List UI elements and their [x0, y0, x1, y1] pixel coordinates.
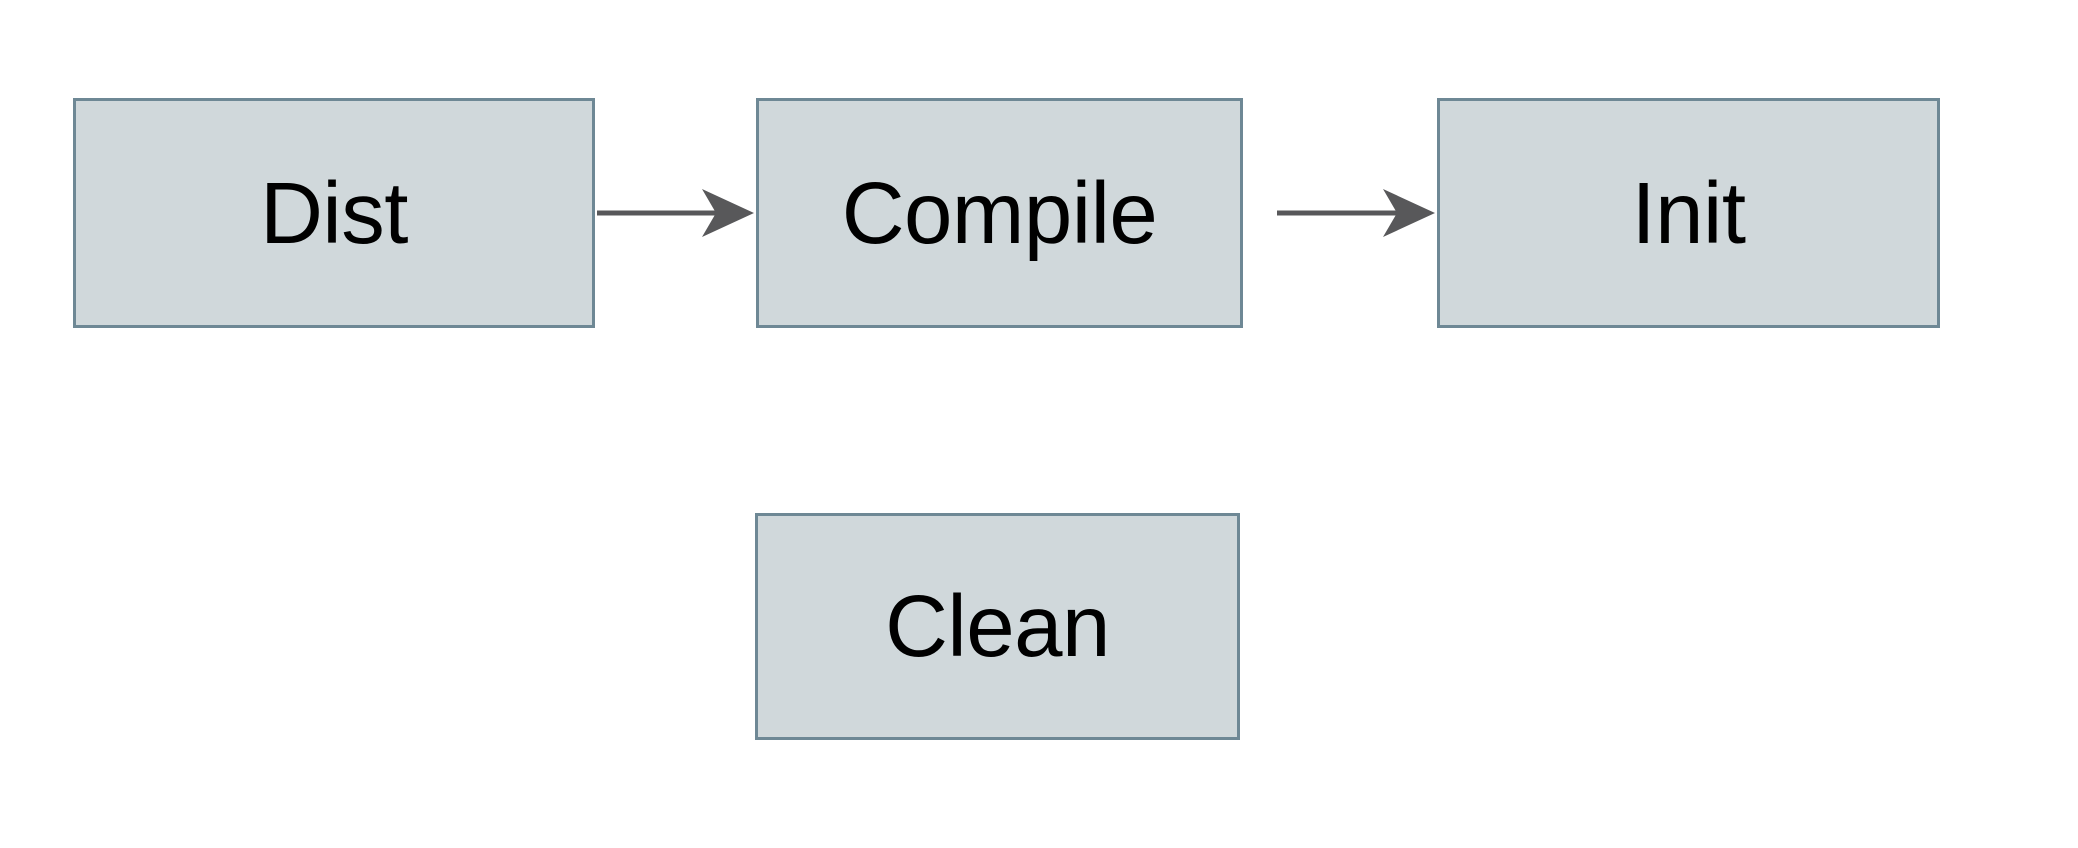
edge-dist-to-compile	[597, 189, 754, 237]
node-compile-label: Compile	[841, 164, 1158, 262]
arrowhead-icon	[1383, 189, 1435, 237]
arrowhead-icon	[702, 189, 754, 237]
node-init-label: Init	[1631, 164, 1746, 262]
node-clean-label: Clean	[885, 578, 1110, 675]
node-clean[interactable]: Clean	[755, 513, 1240, 740]
node-compile[interactable]: Compile	[756, 98, 1243, 328]
node-init[interactable]: Init	[1437, 98, 1940, 328]
node-dist-label: Dist	[260, 164, 408, 262]
edge-compile-to-init	[1277, 189, 1435, 237]
node-dist[interactable]: Dist	[73, 98, 595, 328]
